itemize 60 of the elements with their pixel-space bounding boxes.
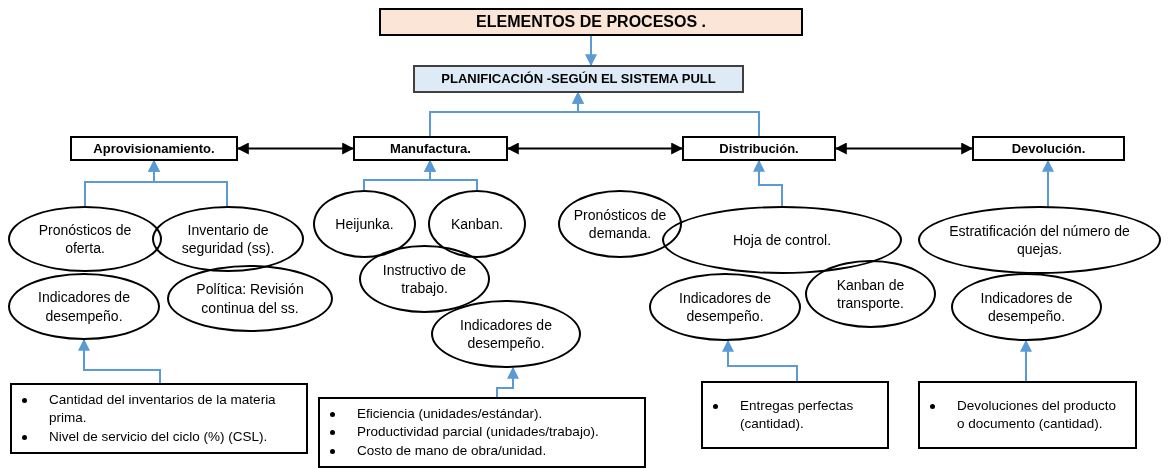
element-label: Indicadores de desempeño. [979, 288, 1074, 326]
indicator-list-box [918, 381, 1137, 449]
element-ellipse [649, 273, 801, 341]
element-label: Heijunka. [335, 214, 394, 234]
element-label: Pronósticos de demanda. [572, 205, 668, 243]
element-label: Indicadores de desempeño. [678, 288, 772, 326]
box-label: Aprovisionamiento. [93, 139, 215, 158]
element-ellipse [313, 190, 416, 258]
arrow [424, 159, 478, 191]
element-ellipse [951, 273, 1102, 341]
indicator-text: Eficiencia (unidades/estándar). [357, 405, 543, 424]
element-label: Pronósticos de oferta. [37, 220, 133, 258]
process-box [353, 136, 508, 161]
indicator-text: Devoluciones del producto o documento (cantidad). [957, 396, 1118, 433]
arrow [1042, 159, 1054, 208]
indicator-text: Nivel de servicio del ciclo (%) (CSL). [49, 427, 268, 446]
arrow [78, 338, 161, 384]
element-ellipse [431, 300, 581, 368]
element-label: Estratificación del número de quejas. [948, 221, 1131, 259]
box-label: Manufactura. [390, 139, 471, 158]
element-ellipse [359, 245, 490, 313]
indicator-list-box [318, 397, 646, 468]
process-box [70, 136, 238, 161]
process-box [682, 136, 836, 161]
process-box [413, 65, 744, 93]
element-ellipse [918, 206, 1161, 274]
element-ellipse [8, 206, 162, 272]
indicator-text: Productividad parcial (unidades/trabajo). [357, 423, 599, 442]
element-label: Kanban de transporte. [835, 275, 906, 313]
arrow [1020, 339, 1032, 382]
arrow [585, 35, 597, 67]
indicator-text: Entregas perfectas (cantidad). [740, 396, 855, 433]
indicator-text: Cantidad del inventarios de la materia prima. [49, 391, 277, 428]
element-ellipse [152, 206, 304, 272]
element-ellipse [8, 273, 160, 340]
box-label: Devolución. [1011, 139, 1086, 158]
indicator-list-box [701, 381, 889, 449]
element-label: Indicadores de desempeño. [459, 315, 553, 353]
element-ellipse [167, 265, 333, 332]
arrow [572, 91, 760, 137]
element-label: Política: Revisión continua del ss. [195, 280, 305, 317]
indicator-list-box [10, 383, 308, 454]
indicator-text: Costo de mano de obra/unidad. [357, 441, 547, 460]
box-label: ELEMENTOS DE PROCESOS . [476, 12, 706, 32]
arrow [148, 159, 228, 207]
box-label: PLANIFICACIÓN -SEGÚN EL SISTEMA PULL [441, 70, 716, 89]
element-label: Hoja de control. [732, 230, 832, 250]
element-ellipse [805, 260, 936, 328]
process-box [972, 136, 1125, 161]
arrow [753, 159, 783, 207]
box-label: Distribución. [719, 139, 799, 158]
element-label: Indicadores de desempeño. [37, 288, 131, 325]
element-label: Inventario de seguridad (ss). [180, 220, 276, 258]
element-label: Kanban. [450, 214, 504, 234]
element-label: Instructivo de trabajo. [381, 260, 468, 298]
title-box [379, 8, 803, 36]
arrow [722, 339, 798, 382]
element-ellipse [558, 190, 682, 258]
arrow [496, 366, 519, 398]
element-ellipse [428, 190, 526, 258]
